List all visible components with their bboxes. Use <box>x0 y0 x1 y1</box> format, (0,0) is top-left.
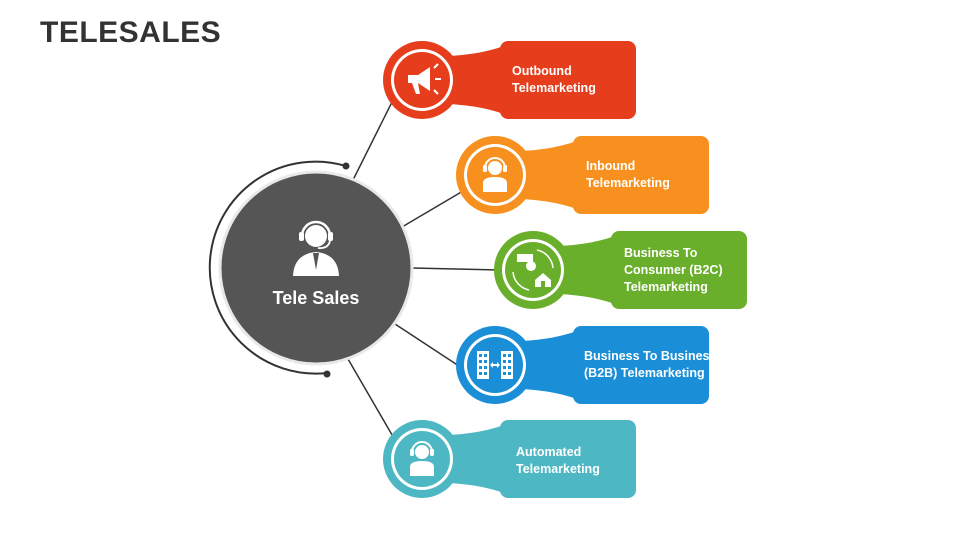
item-label-line: (B2B) Telemarketing <box>584 366 705 380</box>
item-label-line: Business To Business <box>584 349 717 363</box>
telesales-item <box>456 136 709 214</box>
item-label-line: Telemarketing <box>586 176 670 190</box>
item-box <box>573 326 709 404</box>
headset-user-icon <box>410 441 434 476</box>
connector-line <box>347 358 396 441</box>
telesales-item <box>383 420 636 498</box>
headset-user-icon <box>483 157 507 192</box>
item-box <box>500 41 636 119</box>
item-label-line: Inbound <box>586 159 636 173</box>
buildings-icon <box>477 351 513 379</box>
item-label-line: Business To <box>624 246 698 260</box>
telesales-item <box>383 41 636 119</box>
connector-line <box>394 323 463 369</box>
item-label: Business To Consumer (B2C) Telemarketing <box>624 245 723 296</box>
connector-line <box>351 97 395 183</box>
megaphone-icon <box>408 63 441 95</box>
telesales-item <box>494 231 747 309</box>
telesales-item <box>456 326 709 404</box>
connector-line <box>411 267 501 271</box>
center-label: Tele Sales <box>272 288 360 308</box>
arc-end-dot <box>323 370 331 378</box>
item-label-line: Telemarketing <box>512 81 596 95</box>
item-label-line: Automated <box>516 445 582 459</box>
item-label-line: Outbound <box>512 64 572 78</box>
item-label-line: Telemarketing <box>516 462 600 476</box>
item-box <box>611 231 747 309</box>
item-box <box>573 136 709 214</box>
item-box <box>500 420 636 498</box>
item-label-line: Consumer (B2C) <box>624 263 723 277</box>
arc-end-dot <box>342 162 350 170</box>
item-label-line: Telemarketing <box>624 280 708 294</box>
b2c-exchange-icon <box>512 249 554 291</box>
connectors <box>347 97 501 441</box>
item-label: Business To Business (B2B) Telemarketing <box>584 348 716 382</box>
connector-line <box>401 190 464 228</box>
orbit-arc <box>208 160 347 375</box>
page-title: TELESALES <box>40 16 222 49</box>
headset-agent-icon <box>293 220 339 276</box>
